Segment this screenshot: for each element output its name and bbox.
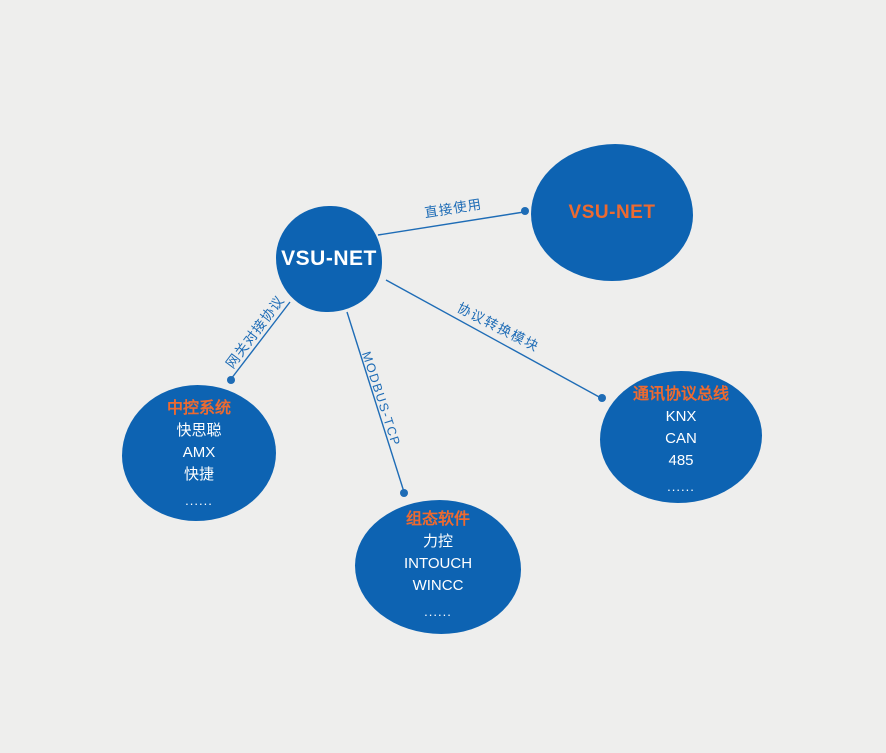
arrow-dot-direct-use — [521, 207, 529, 215]
list-item: 力控 — [422, 533, 453, 550]
node-vsu-net-center-label: VSU-NET — [281, 247, 377, 270]
arrow-dot-converter — [598, 394, 606, 402]
node-protocol-bus-title: 通讯协议总线 — [632, 386, 729, 403]
edge-line-converter — [385, 279, 602, 399]
list-item-ellipsis: ...... — [667, 479, 695, 494]
node-central-control-system: 中控系统 快思聪 AMX 快捷 ...... — [122, 385, 276, 521]
list-item-ellipsis: ...... — [185, 493, 213, 508]
node-central-control-title: 中控系统 — [166, 400, 231, 417]
node-vsu-net-direct: VSU-NET — [531, 144, 693, 281]
node-scada-software: 组态软件 力控 INTOUCH WINCC ...... — [355, 500, 521, 634]
list-item: WINCC — [412, 577, 464, 594]
node-vsu-net-center: VSU-NET — [276, 206, 382, 312]
node-vsu-net-direct-label: VSU-NET — [568, 201, 656, 223]
list-item: 快思聪 — [176, 422, 222, 439]
list-item: KNX — [665, 408, 697, 425]
node-scada-title: 组态软件 — [405, 511, 470, 528]
node-protocol-bus-content: 通讯协议总线 KNX CAN 485 ...... — [600, 371, 762, 498]
list-item: AMX — [182, 444, 216, 461]
node-protocol-bus: 通讯协议总线 KNX CAN 485 ...... — [600, 371, 762, 503]
node-central-control-content: 中控系统 快思聪 AMX 快捷 ...... — [122, 385, 276, 512]
edge-line-gateway — [230, 301, 291, 380]
list-item-ellipsis: ...... — [424, 604, 452, 619]
edge-line-direct-use — [377, 211, 525, 236]
arrow-dot-gateway — [227, 376, 235, 384]
list-item: 快捷 — [183, 466, 214, 483]
list-item: INTOUCH — [403, 555, 473, 572]
edge-line-modbus — [346, 311, 405, 493]
arrow-dot-modbus — [400, 489, 408, 497]
node-scada-content: 组态软件 力控 INTOUCH WINCC ...... — [355, 500, 521, 623]
list-item: 485 — [668, 452, 694, 469]
list-item: CAN — [665, 430, 697, 447]
